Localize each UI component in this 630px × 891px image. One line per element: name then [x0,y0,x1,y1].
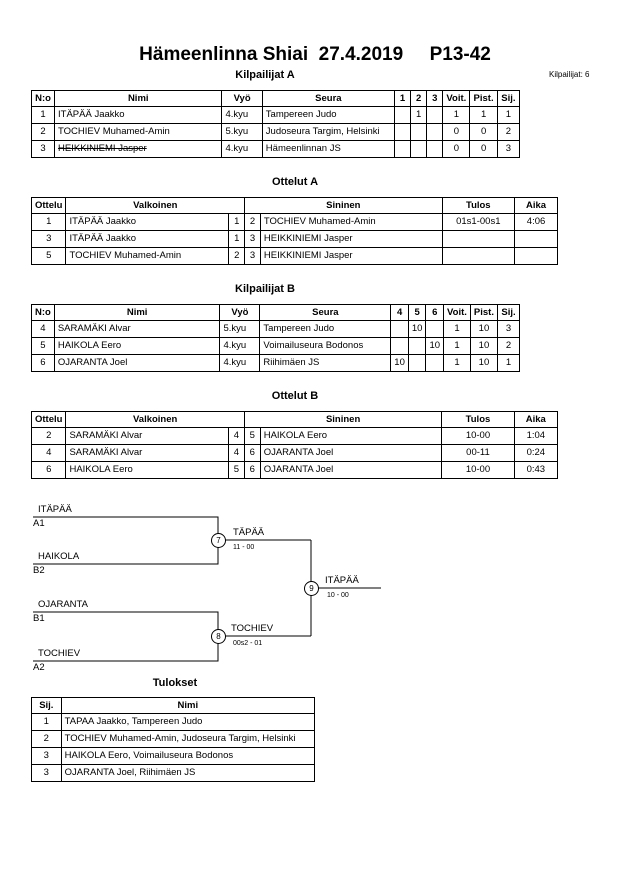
bracket-match-node: 9 [304,581,319,596]
competitors-count: Kilpailijat: 6 [549,70,590,79]
matches-a-table: Ottelu Valkoinen Sininen Tulos Aika 1 IT… [30,197,558,265]
bracket-match-node: 7 [211,533,226,548]
matches-b-title: Ottelut B [271,390,319,402]
bracket-sf2-winner: TOCHIEV [231,623,274,634]
result-name: OJARANTA Joel, Riihimäen JS [60,764,316,782]
result-place: 1 [31,713,62,731]
table-row: 1 ITÄPÄÄ Jaakko 4.kyu Tampereen Judo 1 1… [30,106,521,124]
bracket-sf1-winner: TÄPÄÄ [233,527,265,538]
table-row: 3 HEIKKINIEMI Jasper 4.kyu Hämeenlinnan … [30,140,521,158]
group-a-title: Kilpailijat A [235,69,295,81]
match-result: 10-00 [441,461,515,479]
table-row: 3 OJARANTA Joel, Riihimäen JS [31,764,316,782]
table-row: 4 SARAMÄKI Alvar 4 6 OJARANTA Joel 00-11… [30,444,559,462]
col-header-name: Nimi [60,697,316,714]
group-b-table: N:o Nimi Vyö Seura 4 5 6 Voit. Pist. Sij… [31,304,521,372]
group-a-table: N:o Nimi Vyö Seura 1 2 3 Voit. Pist. Sij… [30,90,521,158]
blue-name: HEIKKINIEMI Jasper [259,247,443,265]
match-no: 5 [30,247,67,265]
blue-name: OJARANTA Joel [259,461,443,479]
bracket-sf2-top-name: OJARANTA [38,599,88,610]
bracket-sf2-score: 00s2 - 01 [233,640,263,647]
competitor-club: Riihimäen JS [259,354,392,372]
table-row: 6 OJARANTA Joel 4.kyu Riihimäen JS 10 1 … [31,354,521,372]
table-header-row: Ottelu Valkoinen Sininen Tulos Aika [30,411,559,428]
bracket-sf2-bottom-name: TOCHIEV [38,648,81,659]
table-header-row: Sij. Nimi [31,697,316,714]
result-place: 3 [31,747,62,765]
table-row: 3 ITÄPÄÄ Jaakko 1 3 HEIKKINIEMI Jasper [30,230,558,248]
table-row: 1 TAPAA Jaakko, Tampereen Judo [31,713,316,731]
results-table: Sij. Nimi 1 TAPAA Jaakko, Tampereen Judo… [31,697,316,782]
table-header-row: N:o Nimi Vyö Seura 4 5 6 Voit. Pist. Sij… [31,304,521,321]
bracket-sf1-top-name: ITÄPÄÄ [38,504,72,515]
match-no: 6 [30,461,67,479]
bracket-sf1-bottom-seed: B2 [33,565,45,576]
matches-b-table: Ottelu Valkoinen Sininen Tulos Aika 2 SA… [30,411,559,479]
bracket-sf2-bottom-seed: A2 [33,662,45,673]
table-row: 2 TOCHIEV Muhamed-Amin, Judoseura Targim… [31,730,316,748]
table-row: 1 ITÄPÄÄ Jaakko 1 2 TOCHIEV Muhamed-Amin… [30,213,558,231]
white-name: HAIKOLA Eero [65,461,230,479]
results-title: Tulokset [152,677,198,689]
bracket-sf2-top-seed: B1 [33,613,45,624]
place-cell: 1 [496,354,521,372]
result-name: HAIKOLA Eero, Voimailuseura Bodonos [60,747,316,765]
bracket-match-node: 8 [211,629,226,644]
bracket-final-score: 10 - 00 [327,592,349,599]
matches-a-title: Ottelut A [271,176,319,188]
result-name: TAPAA Jaakko, Tampereen Judo [60,713,316,731]
table-row: 6 HAIKOLA Eero 5 6 OJARANTA Joel 10-00 0… [30,461,559,479]
points-cell: 10 [469,320,498,338]
table-row: 3 HAIKOLA Eero, Voimailuseura Bodonos [31,747,316,765]
points-cell: 10 [469,354,498,372]
bracket-sf1-bottom-name: HAIKOLA [38,551,80,562]
white-name: TOCHIEV Muhamed-Amin [65,247,230,265]
group-b-title: Kilpailijat B [235,283,295,295]
blue-no: 6 [243,461,261,479]
page-title: Hämeenlinna Shiai 27.4.2019 P13-42 [139,44,491,65]
match-time [514,247,558,265]
result-name: TOCHIEV Muhamed-Amin, Judoseura Targim, … [60,730,316,748]
place-cell: 3 [496,140,521,158]
bracket-final-winner: ITÄPÄÄ [325,575,359,586]
competitor-belt: 4.kyu [221,140,263,158]
match-time: 0:43 [513,461,559,479]
bracket-sf1-top-seed: A1 [33,518,45,529]
table-row: 2 TOCHIEV Muhamed-Amin 5.kyu Judoseura T… [30,123,521,141]
result-place: 2 [31,730,62,748]
bracket-sf1-score: 11 - 00 [233,544,255,551]
score-cell [426,140,444,158]
table-row: 5 TOCHIEV Muhamed-Amin 2 3 HEIKKINIEMI J… [30,247,558,265]
result-place: 3 [31,764,62,782]
col-header-place: Sij. [31,697,62,714]
